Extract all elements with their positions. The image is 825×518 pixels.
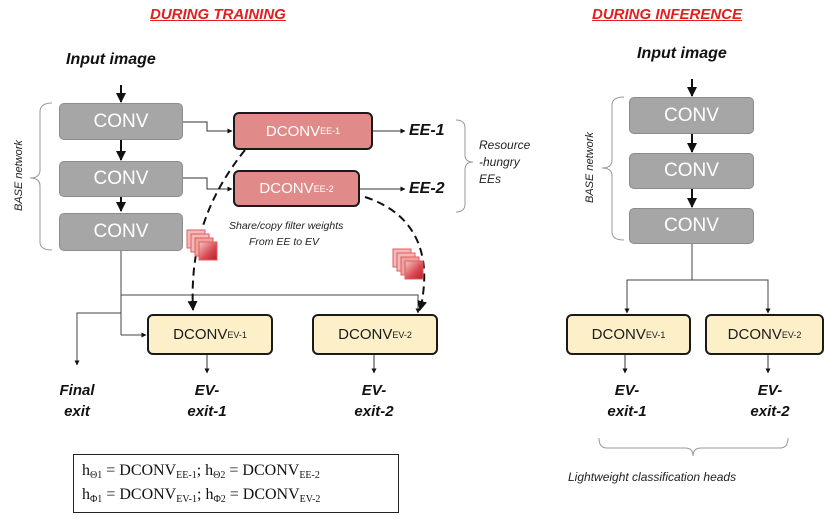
share-weights-line-1: Share/copy filter weights — [229, 220, 344, 232]
inference-conv-2: CONV — [629, 153, 754, 189]
conv-label: CONV — [664, 215, 719, 236]
resource-hungry-line-3: EEs — [479, 172, 502, 186]
share-weights-ee2-to-ev2 — [364, 196, 427, 311]
ev-exit-2-line-1: EV- — [361, 382, 387, 399]
ee-2-exit-label: EE-2 — [409, 180, 445, 197]
inference-dconv-ev-1-subscript: EV-1 — [645, 329, 666, 340]
dconv-label: DCONV — [259, 180, 314, 197]
inference-heading: DURING INFERENCE — [592, 6, 743, 23]
conv-label: CONV — [93, 221, 149, 242]
final-exit-line-1: Final — [59, 382, 95, 399]
filter-weights-icon-1 — [186, 229, 218, 261]
inf-branch-to-ev1 — [624, 279, 692, 314]
formula-sub-phi1: Φ1 — [90, 494, 103, 505]
inference-ev-exit-1-line-2: exit-1 — [607, 403, 647, 420]
inf-branch-to-ev2 — [692, 279, 771, 314]
formula-sub-phi2: Φ2 — [213, 494, 226, 505]
training-conv-1: CONV — [59, 103, 183, 140]
formula-sep: ; — [196, 486, 206, 503]
ev-exit-1-line-1: EV- — [194, 382, 220, 399]
formula-h: h — [82, 462, 90, 479]
formula-eq: = DCONV — [102, 462, 177, 479]
inference-conv-3: CONV — [629, 208, 754, 244]
formula-sub-theta2: Θ2 — [213, 470, 226, 481]
branch-to-ev2 — [121, 294, 421, 314]
inference-ev-exit-2-line-2: exit-2 — [750, 403, 790, 420]
final-exit-line-2: exit — [64, 403, 90, 420]
formula-sub-ev2: EV-2 — [299, 494, 321, 505]
resource-hungry-line-1: Resource — [479, 138, 531, 152]
conv-label: CONV — [664, 160, 719, 181]
training-conv-2: CONV — [59, 161, 183, 197]
inference-conv-1: CONV — [629, 97, 754, 134]
dconv-label: DCONV — [727, 326, 782, 343]
ev-exit-1-label: EV- exit-1 — [177, 380, 237, 422]
conv1-to-ee1-arrow — [183, 121, 233, 134]
conv2-to-ee2-arrow — [183, 177, 233, 192]
formula-line-theta: hΘ1 = DCONVEE-1; hΘ2 = DCONVEE-2 — [82, 459, 398, 483]
dconv-ee-2-subscript: EE-2 — [313, 183, 334, 194]
parameter-formula-box: hΘ1 = DCONVEE-1; hΘ2 = DCONVEE-2 hΦ1 = D… — [73, 454, 399, 513]
dconv-label: DCONV — [173, 326, 228, 343]
resource-brace — [455, 119, 474, 213]
training-heading: DURING TRAINING — [150, 6, 286, 23]
inference-ev-exit-1-line-1: EV- — [614, 382, 640, 399]
final-exit-label: Final exit — [47, 380, 107, 422]
formula-h: h — [82, 486, 90, 503]
conv-label: CONV — [93, 110, 149, 132]
inference-ev-exit-1-label: EV- exit-1 — [597, 380, 657, 422]
ev-exit-1-line-2: exit-1 — [187, 403, 227, 420]
formula-sub-ee2: EE-2 — [299, 470, 320, 481]
inference-ev-exit-2-label: EV- exit-2 — [740, 380, 800, 422]
base-network-brace — [29, 102, 53, 251]
share-weights-line-2: From EE to EV — [249, 236, 320, 248]
inference-dconv-ev-2-subscript: EV-2 — [781, 329, 802, 340]
training-conv-3: CONV — [59, 213, 183, 251]
inference-input-label: Input image — [637, 45, 727, 62]
conv-label: CONV — [664, 104, 719, 126]
training-base-network-label: BASE network — [13, 140, 25, 211]
ee-1-exit-label: EE-1 — [409, 122, 445, 139]
branch-to-final-exit — [74, 312, 121, 366]
dconv-ee-1-subscript: EE-1 — [320, 126, 341, 136]
formula-sub-ee1: EE-1 — [176, 470, 197, 481]
inference-base-network-label: BASE network — [584, 132, 596, 203]
formula-eq: = DCONV — [102, 486, 177, 503]
formula-h: h — [205, 486, 214, 503]
lightweight-heads-label: Lightweight classification heads — [568, 470, 737, 484]
formula-eq: = DCONV — [225, 486, 300, 503]
formula-line-phi: hΦ1 = DCONVEV-1; hΦ2 = DCONVEV-2 — [82, 483, 398, 507]
formula-eq: = DCONV — [225, 462, 300, 479]
dconv-label: DCONV — [591, 326, 646, 343]
training-input-label: Input image — [66, 51, 156, 68]
dconv-ev-1-subscript: EV-1 — [227, 329, 247, 340]
dconv-label: DCONV — [265, 122, 321, 140]
ev-exit-2-label: EV- exit-2 — [344, 380, 404, 422]
conv-label: CONV — [93, 168, 149, 189]
inference-base-brace — [601, 96, 625, 241]
formula-sub-ev1: EV-1 — [176, 494, 197, 505]
inference-ev-exit-2-line-1: EV- — [757, 382, 783, 399]
dconv-ev-2-subscript: EV-2 — [392, 329, 412, 340]
heads-brace — [598, 437, 789, 457]
formula-h: h — [205, 462, 214, 479]
dconv-label: DCONV — [338, 326, 393, 343]
formula-sub-theta1: Θ1 — [90, 470, 103, 481]
resource-hungry-line-2: -hungry — [479, 155, 520, 169]
filter-weights-icon-2 — [392, 248, 424, 280]
formula-sep: ; — [196, 462, 206, 479]
ev-exit-2-line-2: exit-2 — [354, 403, 394, 420]
